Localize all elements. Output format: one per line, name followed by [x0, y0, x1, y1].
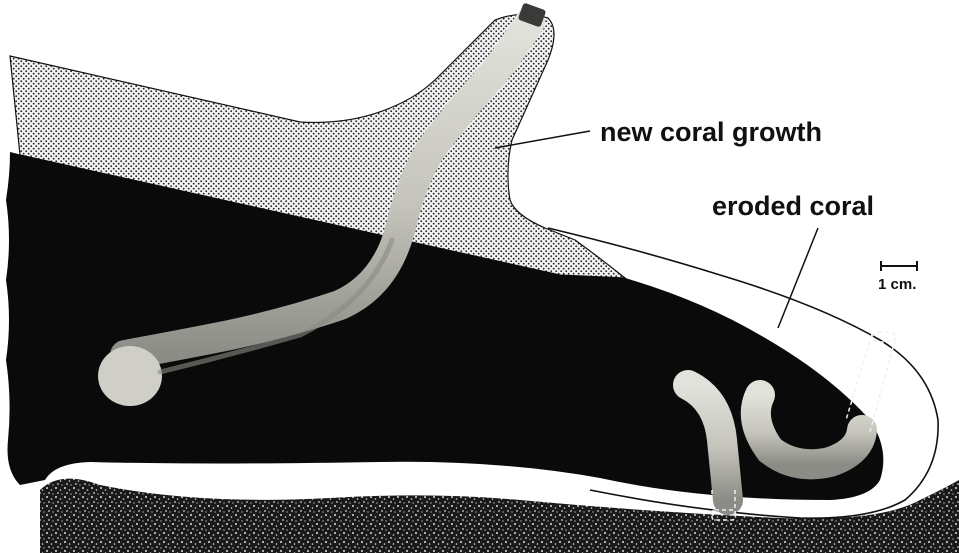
long-worm-head [98, 346, 162, 406]
label-eroded-coral: eroded coral [712, 191, 874, 221]
scale-bar [881, 261, 917, 271]
label-new-coral-growth: new coral growth [600, 117, 822, 147]
label-scale: 1 cm. [878, 276, 916, 293]
eroded-leader-line [778, 228, 818, 328]
